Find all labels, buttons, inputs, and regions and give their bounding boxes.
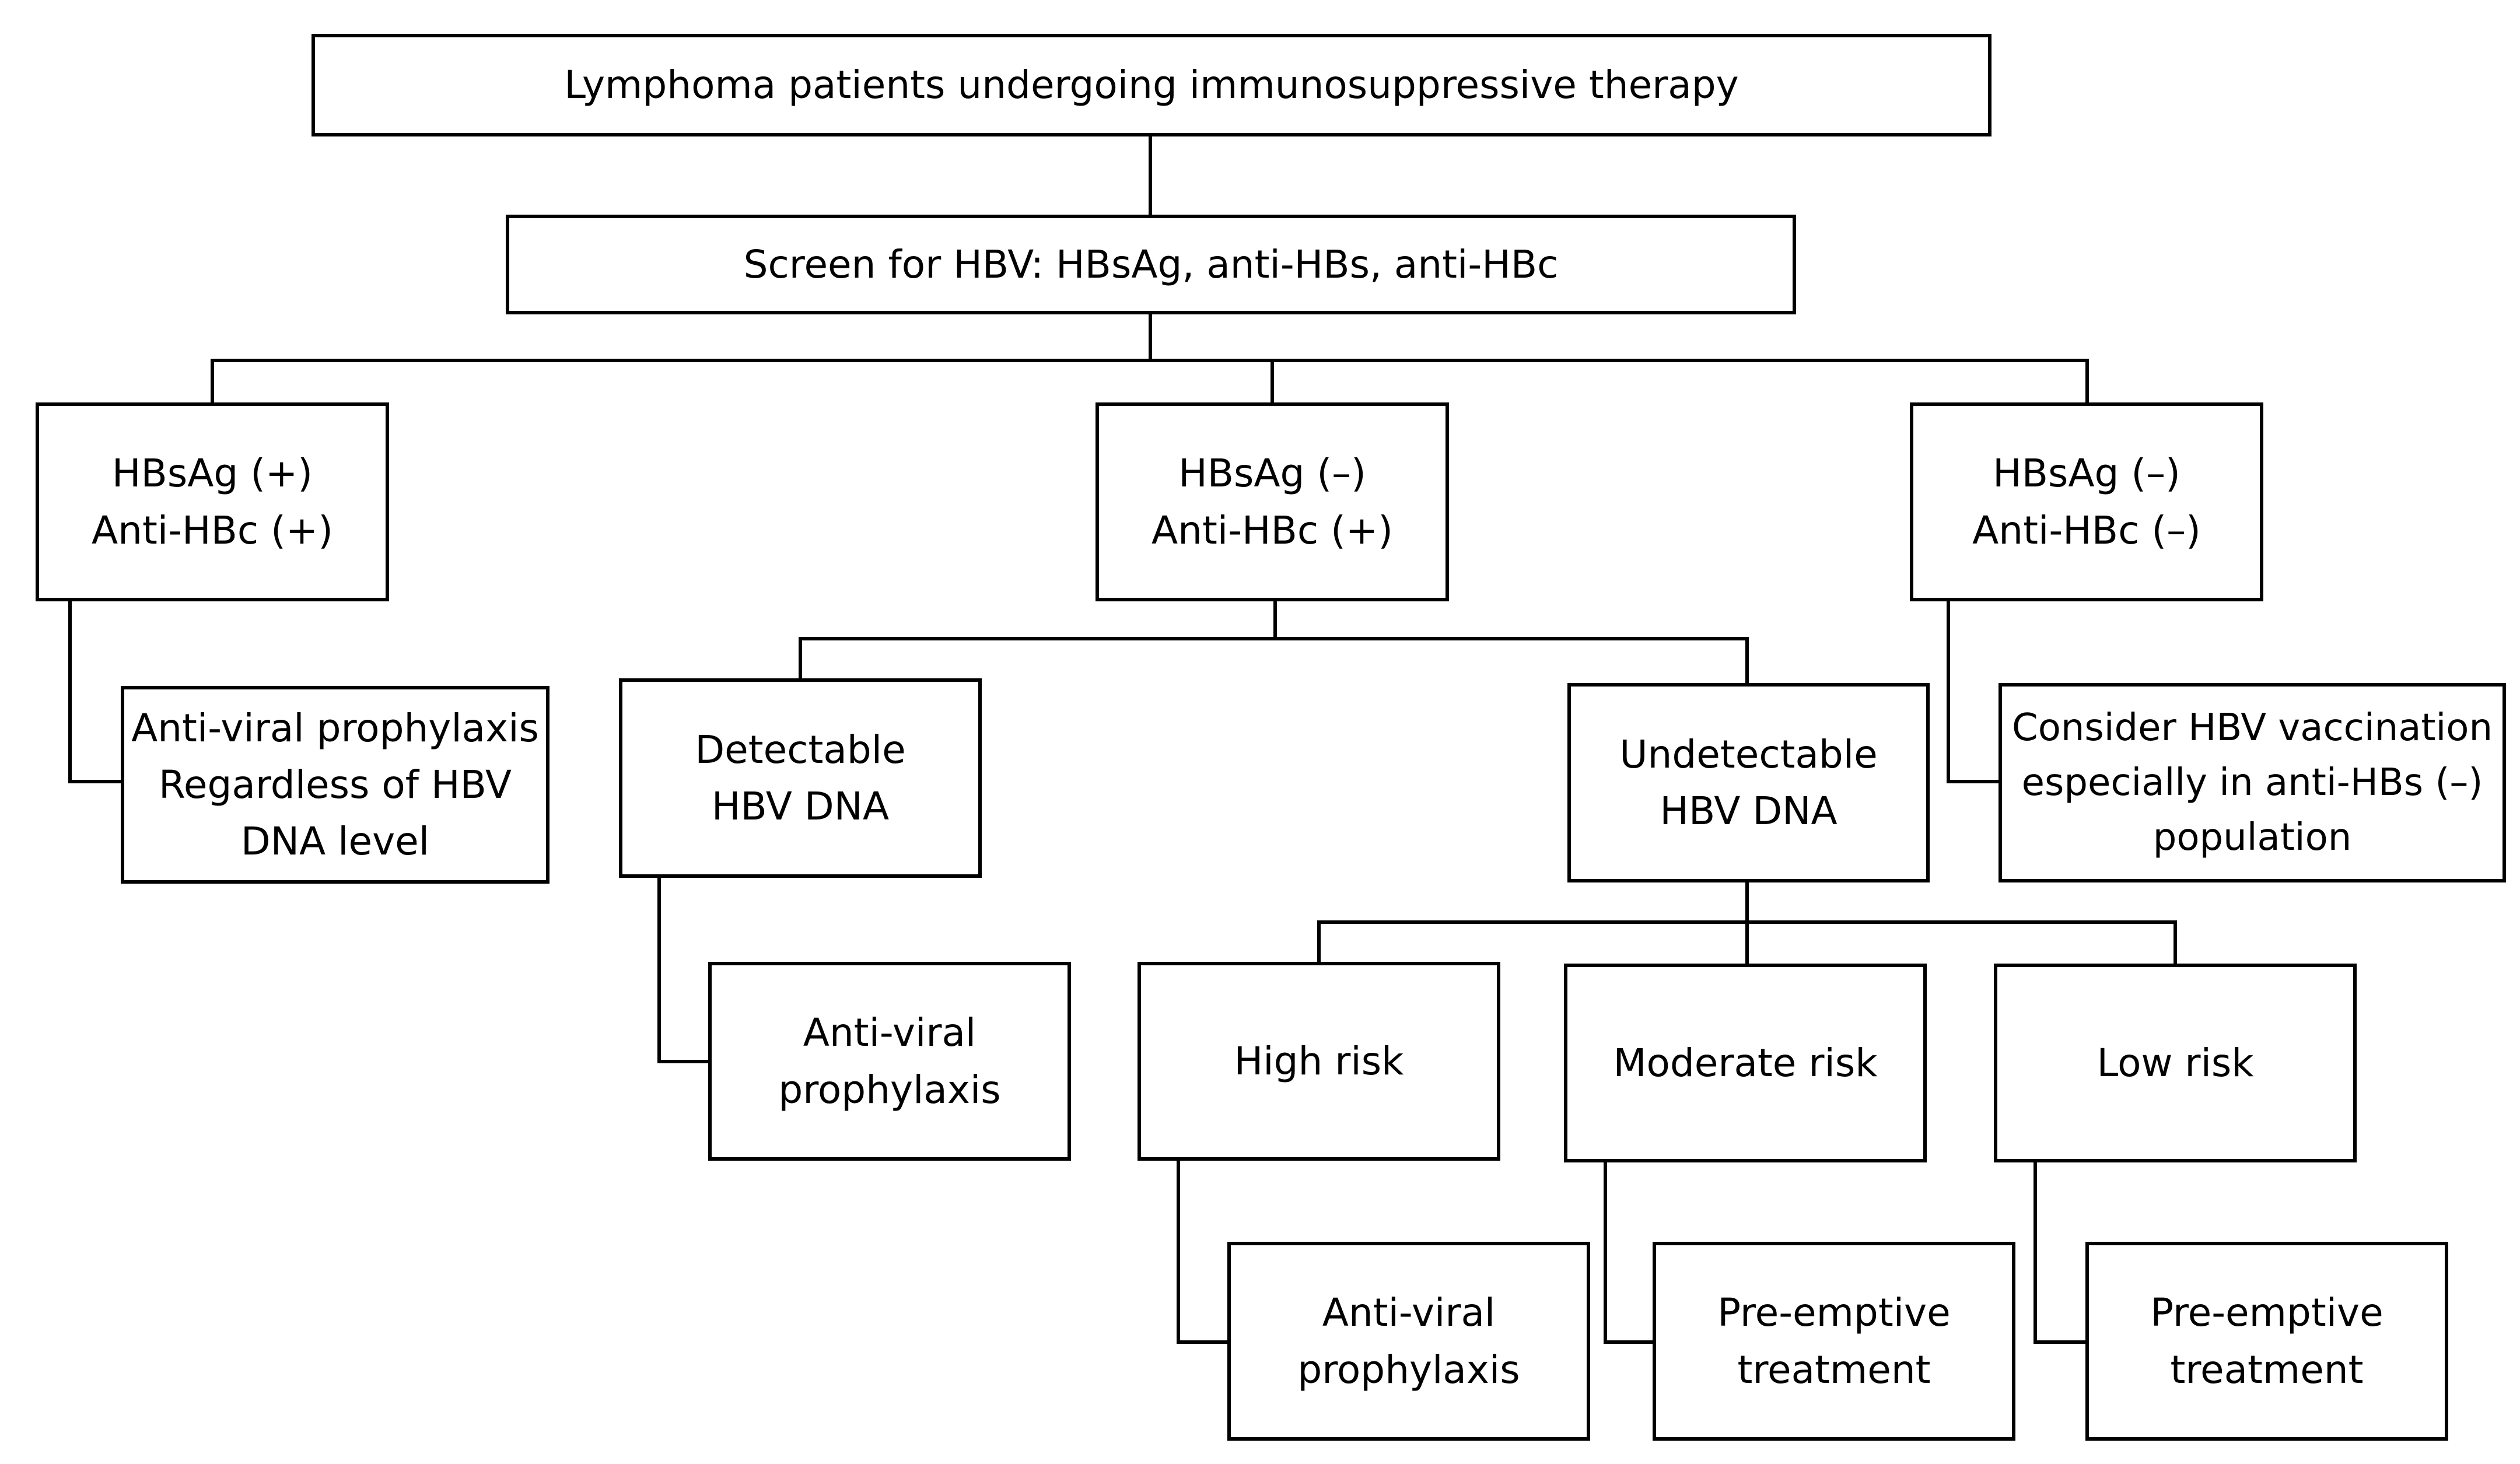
- branch-hbsag-neg-antihbc-pos-node: HBsAg (–) Anti-HBc (+): [1096, 402, 1449, 601]
- low-risk-node: Low risk: [1994, 964, 2357, 1162]
- outcome-low-risk-node: Pre-emptive treatment: [2085, 1242, 2448, 1441]
- outcome-high-risk-node: Anti-viral prophylaxis: [1227, 1242, 1590, 1441]
- branch-hbsag-neg-antihbc-neg-node: HBsAg (–) Anti-HBc (–): [1910, 402, 2263, 601]
- outcome-prophylaxis-regardless-node: Anti-viral prophylaxis Regardless of HBV…: [121, 686, 550, 884]
- branch-hbsag-pos-node: HBsAg (+) Anti-HBc (+): [36, 402, 389, 601]
- outcome-moderate-risk-node: Pre-emptive treatment: [1653, 1242, 2015, 1441]
- outcome-detectable-prophylaxis-node: Anti-viral prophylaxis: [708, 962, 1071, 1161]
- moderate-risk-node: Moderate risk: [1564, 964, 1927, 1162]
- detectable-hbv-dna-node: Detectable HBV DNA: [619, 678, 982, 878]
- outcome-vaccination-node: Consider HBV vaccination especially in a…: [1999, 683, 2506, 882]
- high-risk-node: High risk: [1138, 962, 1500, 1161]
- screening-node: Screen for HBV: HBsAg, anti-HBs, anti-HB…: [506, 215, 1796, 314]
- undetectable-hbv-dna-node: Undetectable HBV DNA: [1567, 683, 1930, 882]
- root-node: Lymphoma patients undergoing immunosuppr…: [312, 34, 1992, 136]
